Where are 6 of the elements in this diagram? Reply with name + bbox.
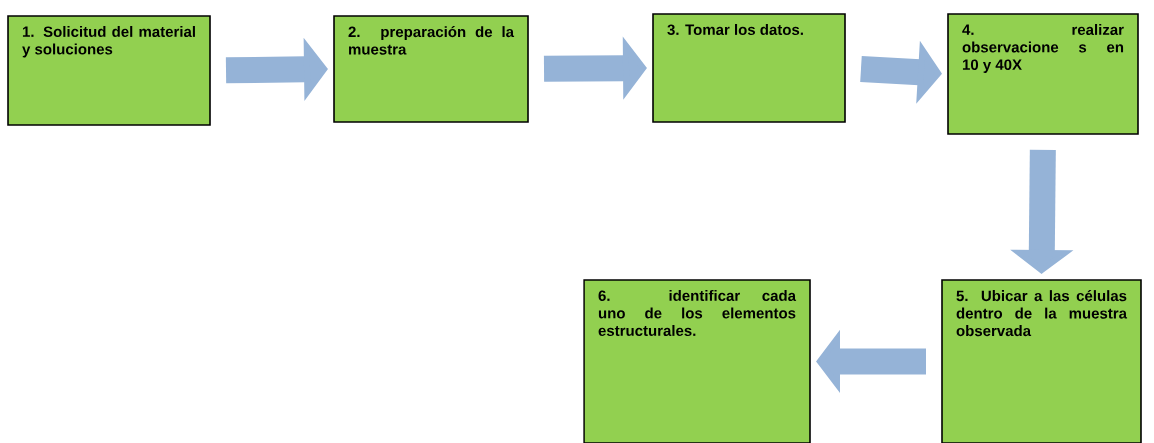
process-box: 6. identificar cada uno de los elementos estructurales. <box>583 279 811 443</box>
process-box: 4. realizar observacione s en 10 y 40X <box>947 13 1139 135</box>
process-box: 2. preparación de la muestra <box>333 15 529 123</box>
process-box: 5. Ubicar a las células dentro de la muestra observada <box>941 279 1142 443</box>
process-box: 1. Solicitud del material y soluciones <box>7 15 211 126</box>
process-box: 3. Tomar los datos. <box>652 13 846 123</box>
